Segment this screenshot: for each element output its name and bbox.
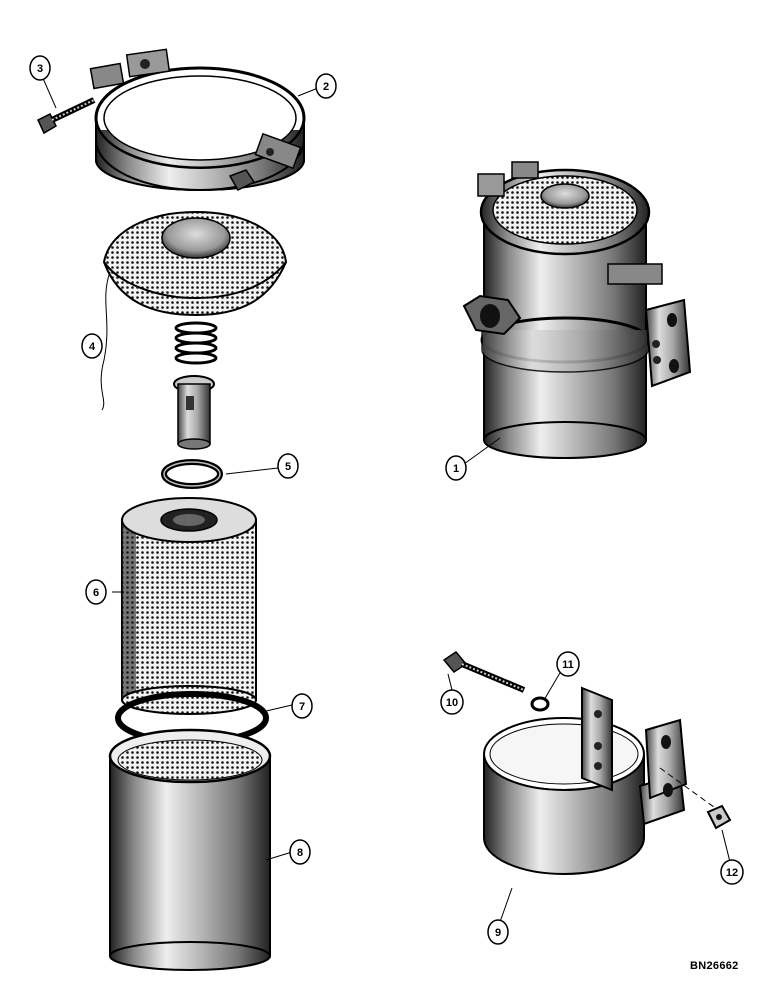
callout-8: 8: [289, 839, 311, 865]
callout-5: 5: [277, 453, 299, 479]
spring: [174, 321, 218, 365]
callout-7: 7: [291, 693, 313, 719]
callout-9: 9: [487, 919, 509, 945]
filter-assembly-part-1: [462, 161, 692, 459]
filter-element-part-6: [121, 497, 257, 715]
svg-text:8: 8: [297, 847, 303, 859]
callout-3: 3: [29, 55, 51, 81]
svg-text:5: 5: [285, 461, 291, 473]
callout-1: 1: [445, 455, 467, 481]
bolt-part-10: [442, 651, 526, 693]
o-ring-part-5: [161, 459, 223, 489]
washer-part-11: [530, 696, 550, 712]
square-nut-part-12: [706, 804, 732, 830]
callout-12: 12: [720, 859, 744, 885]
callout-11: 11: [556, 651, 580, 677]
svg-text:3: 3: [37, 63, 43, 75]
housing-part-8: [108, 728, 272, 971]
svg-text:11: 11: [562, 659, 574, 671]
document-code: BN26662: [690, 960, 739, 972]
bolt-part-3: [37, 97, 96, 135]
svg-text:2: 2: [323, 81, 329, 93]
svg-text:9: 9: [495, 927, 501, 939]
leader-lines: [41, 75, 731, 923]
callout-2: 2: [315, 73, 337, 99]
svg-text:4: 4: [89, 341, 96, 353]
svg-text:10: 10: [446, 697, 458, 709]
callout-6: 6: [85, 579, 107, 605]
svg-text:7: 7: [299, 701, 305, 713]
svg-text:12: 12: [726, 867, 738, 879]
clamp-ring-part-2: [89, 48, 306, 191]
callout-10: 10: [440, 689, 464, 715]
svg-text:6: 6: [93, 587, 99, 599]
callout-4: 4: [81, 333, 103, 359]
svg-text:1: 1: [453, 463, 459, 475]
cover-assembly-part-4: [102, 210, 288, 450]
valve-tube: [173, 375, 215, 450]
mounting-bracket-part-9: [483, 686, 719, 875]
